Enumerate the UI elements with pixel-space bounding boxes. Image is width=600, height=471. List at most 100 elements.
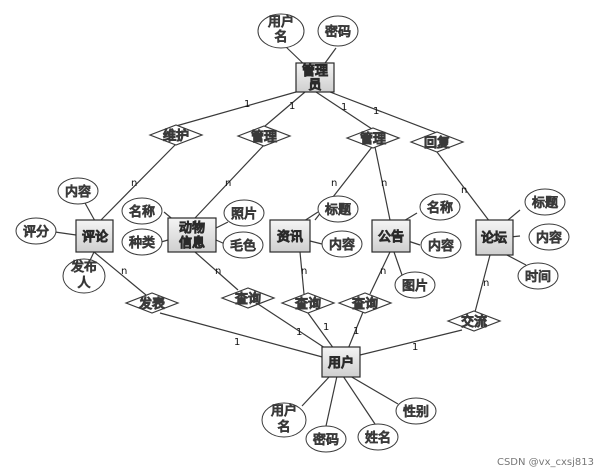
attribute-notice-image: 图片 bbox=[394, 271, 436, 299]
attribute-animal-name: 名称 bbox=[121, 197, 163, 225]
svg-text:评论: 评论 bbox=[82, 230, 108, 245]
attribute-forum-title: 标题 bbox=[524, 188, 566, 216]
attribute-admin-password: 密码 bbox=[317, 15, 359, 47]
svg-text:评分: 评分 bbox=[23, 225, 49, 240]
relationship-manage-info: 管理 bbox=[345, 127, 401, 149]
svg-text:种类: 种类 bbox=[129, 236, 155, 251]
relationship-publish: 发表 bbox=[124, 292, 180, 314]
svg-text:内容: 内容 bbox=[65, 184, 91, 200]
relationship-maintain: 维护 bbox=[148, 124, 204, 146]
attribute-comment-content: 内容 bbox=[57, 177, 99, 205]
cardinality-label: 1 bbox=[244, 99, 250, 110]
attribute-label-line-2: 名 bbox=[277, 419, 290, 435]
attribute-animal-fur: 毛色 bbox=[222, 231, 264, 259]
cardinality-label: n bbox=[131, 178, 137, 189]
cardinality-label: 1 bbox=[323, 322, 329, 333]
svg-text:图片: 图片 bbox=[402, 279, 428, 294]
relationship-manage-animal: 管理 bbox=[236, 125, 292, 147]
entity-animal: 动物 信息 bbox=[167, 217, 217, 253]
cardinality-label: 1 bbox=[341, 102, 347, 113]
attribute-news-title: 标题 bbox=[317, 195, 359, 223]
svg-text:时间: 时间 bbox=[525, 270, 551, 285]
attribute-comment-publisher: 发布 人 bbox=[62, 258, 106, 294]
attribute-label-line-1: 发布 bbox=[71, 259, 97, 275]
entity-comment: 评论 bbox=[75, 219, 114, 253]
cardinality-label: n bbox=[331, 178, 337, 189]
svg-text:标题: 标题 bbox=[532, 196, 558, 211]
svg-text:发表: 发表 bbox=[139, 296, 165, 312]
svg-text:用户: 用户 bbox=[328, 355, 354, 371]
svg-text:名称: 名称 bbox=[427, 200, 453, 216]
attribute-notice-name: 名称 bbox=[419, 193, 461, 221]
svg-text:资讯: 资讯 bbox=[277, 230, 303, 245]
svg-text:密码: 密码 bbox=[313, 432, 339, 448]
svg-text:毛色: 毛色 bbox=[230, 238, 256, 254]
relationship-query-animal: 查询 bbox=[220, 287, 276, 309]
entity-label-line-1: 管理 bbox=[302, 64, 328, 79]
attribute-animal-species: 种类 bbox=[121, 228, 163, 256]
entity-label-line-2: 员 bbox=[308, 78, 321, 93]
attributes: 用户 名 密码 内容 评分 发布 人 名称 种类 照片 bbox=[15, 13, 570, 453]
relationship-reply: 回复 bbox=[409, 131, 465, 153]
attribute-forum-time: 时间 bbox=[517, 262, 559, 290]
attribute-user-password: 密码 bbox=[305, 425, 347, 453]
svg-text:标题: 标题 bbox=[325, 203, 351, 218]
cardinality-label: n bbox=[215, 266, 221, 277]
entities: 管理 员 评论 动物 信息 资讯 公告 论坛 用户 bbox=[75, 62, 514, 378]
attribute-label-line-1: 用户 bbox=[268, 14, 294, 30]
cardinality-label: n bbox=[380, 266, 386, 277]
attribute-label-line-2: 人 bbox=[77, 276, 90, 291]
cardinality-label: n bbox=[483, 278, 489, 289]
connector-lines bbox=[54, 45, 527, 427]
attribute-notice-content: 内容 bbox=[420, 231, 462, 259]
svg-text:公告: 公告 bbox=[378, 230, 404, 245]
cardinality-label: n bbox=[225, 178, 231, 189]
svg-text:内容: 内容 bbox=[428, 238, 454, 254]
cardinality-label: n bbox=[301, 266, 307, 277]
relationships: 维护 管理 管理 回复 发表 查询 查询 查询 bbox=[124, 124, 502, 332]
cardinality-label: 1 bbox=[373, 106, 379, 117]
svg-text:查询: 查询 bbox=[352, 297, 378, 312]
attribute-user-gender: 性别 bbox=[395, 397, 437, 425]
entity-user: 用户 bbox=[321, 346, 361, 378]
entity-label-line-2: 信息 bbox=[179, 235, 205, 251]
cardinality-label: 1 bbox=[234, 337, 240, 348]
cardinality-label: 1 bbox=[296, 327, 302, 338]
svg-text:论坛: 论坛 bbox=[481, 231, 507, 246]
svg-text:管理: 管理 bbox=[360, 132, 386, 147]
cardinality-label: 1 bbox=[412, 342, 418, 353]
entity-label-line-1: 动物 bbox=[179, 221, 205, 236]
cardinality-label: 1 bbox=[353, 326, 359, 337]
attribute-label-line-2: 名 bbox=[274, 29, 287, 45]
cardinality-label: 1 bbox=[289, 101, 295, 112]
watermark: CSDN @vx_cxsj813 bbox=[496, 457, 594, 468]
cardinality-labels: 1 1 1 1 n n n n n n n n n n 1 1 1 1 1 bbox=[121, 99, 489, 353]
svg-text:查询: 查询 bbox=[295, 297, 321, 312]
attribute-label-line-1: 用户 bbox=[271, 403, 297, 419]
attribute-animal-photo: 照片 bbox=[223, 199, 265, 227]
relationship-query-news: 查询 bbox=[280, 292, 336, 314]
cardinality-label: n bbox=[121, 266, 127, 277]
entity-news: 资讯 bbox=[269, 219, 311, 253]
relationship-query-notice: 查询 bbox=[337, 292, 393, 314]
svg-text:密码: 密码 bbox=[325, 24, 351, 40]
attribute-comment-score: 评分 bbox=[15, 217, 57, 245]
cardinality-label: n bbox=[461, 185, 467, 196]
svg-text:姓名: 姓名 bbox=[365, 430, 391, 446]
entity-notice: 公告 bbox=[371, 219, 411, 253]
entity-admin: 管理 员 bbox=[295, 62, 335, 94]
svg-text:内容: 内容 bbox=[329, 237, 355, 253]
entity-forum: 论坛 bbox=[475, 219, 514, 256]
svg-text:照片: 照片 bbox=[231, 207, 257, 222]
attribute-admin-username: 用户 名 bbox=[257, 13, 305, 49]
svg-text:回复: 回复 bbox=[424, 136, 450, 151]
svg-text:查询: 查询 bbox=[235, 292, 261, 307]
svg-text:名称: 名称 bbox=[129, 204, 155, 220]
relationship-exchange: 交流 bbox=[446, 310, 502, 332]
attribute-news-content: 内容 bbox=[321, 230, 363, 258]
svg-text:内容: 内容 bbox=[536, 230, 562, 246]
attribute-forum-content: 内容 bbox=[528, 223, 570, 251]
attribute-user-username: 用户 名 bbox=[261, 402, 307, 438]
svg-text:维护: 维护 bbox=[163, 129, 189, 144]
